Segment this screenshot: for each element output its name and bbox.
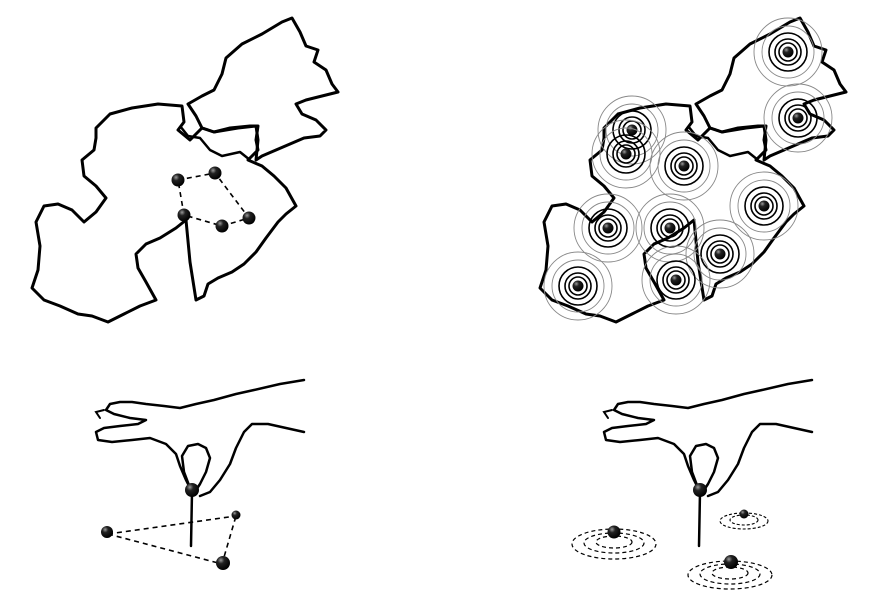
map-outline: [30, 16, 340, 324]
map-route-panel: [30, 16, 340, 324]
hand-coverage-panel: [571, 378, 814, 590]
coverage-markers: [543, 17, 833, 321]
location-pin-icon: [670, 274, 682, 286]
signal-rings-icon: [763, 83, 833, 153]
location-pin-icon: [171, 173, 185, 187]
location-pin-icon: [177, 208, 191, 222]
location-pin-icon: [216, 556, 230, 570]
location-pin-icon: [607, 525, 621, 539]
location-pin-icon: [242, 211, 256, 225]
signal-rings-icon: [685, 219, 755, 289]
hand-route-panel: [94, 378, 306, 570]
location-pin-icon: [208, 166, 222, 180]
location-pin-icon: [714, 248, 726, 260]
location-pin-icon: [678, 160, 690, 172]
signal-rings-icon: [591, 119, 661, 189]
route-markers: [171, 166, 256, 233]
location-pin-icon: [620, 148, 632, 160]
location-pin-icon: [664, 222, 676, 234]
location-pin-icon: [626, 124, 638, 136]
signal-rings-icon: [597, 95, 667, 165]
location-pin-icon: [792, 112, 804, 124]
map-coverage-panel: [538, 16, 848, 324]
route-lines: [107, 515, 237, 565]
location-pin-icon: [572, 280, 584, 292]
location-pin-icon: [724, 555, 738, 569]
signal-rings-icon: [573, 193, 643, 263]
hand-icon: [602, 378, 814, 548]
signal-rings-icon: [649, 131, 719, 201]
signal-rings-icon: [753, 17, 823, 87]
location-pin-icon: [758, 200, 770, 212]
signal-rings-icon: [641, 245, 711, 315]
location-pin-icon: [739, 509, 749, 519]
location-pin-icon: [231, 510, 241, 520]
location-pin-icon: [101, 526, 113, 538]
signal-rings-icon: [543, 251, 613, 321]
signal-rings-icon: [729, 171, 799, 241]
location-pin-icon: [215, 219, 229, 233]
location-pin-icon: [602, 222, 614, 234]
location-pin-icon: [782, 46, 794, 58]
